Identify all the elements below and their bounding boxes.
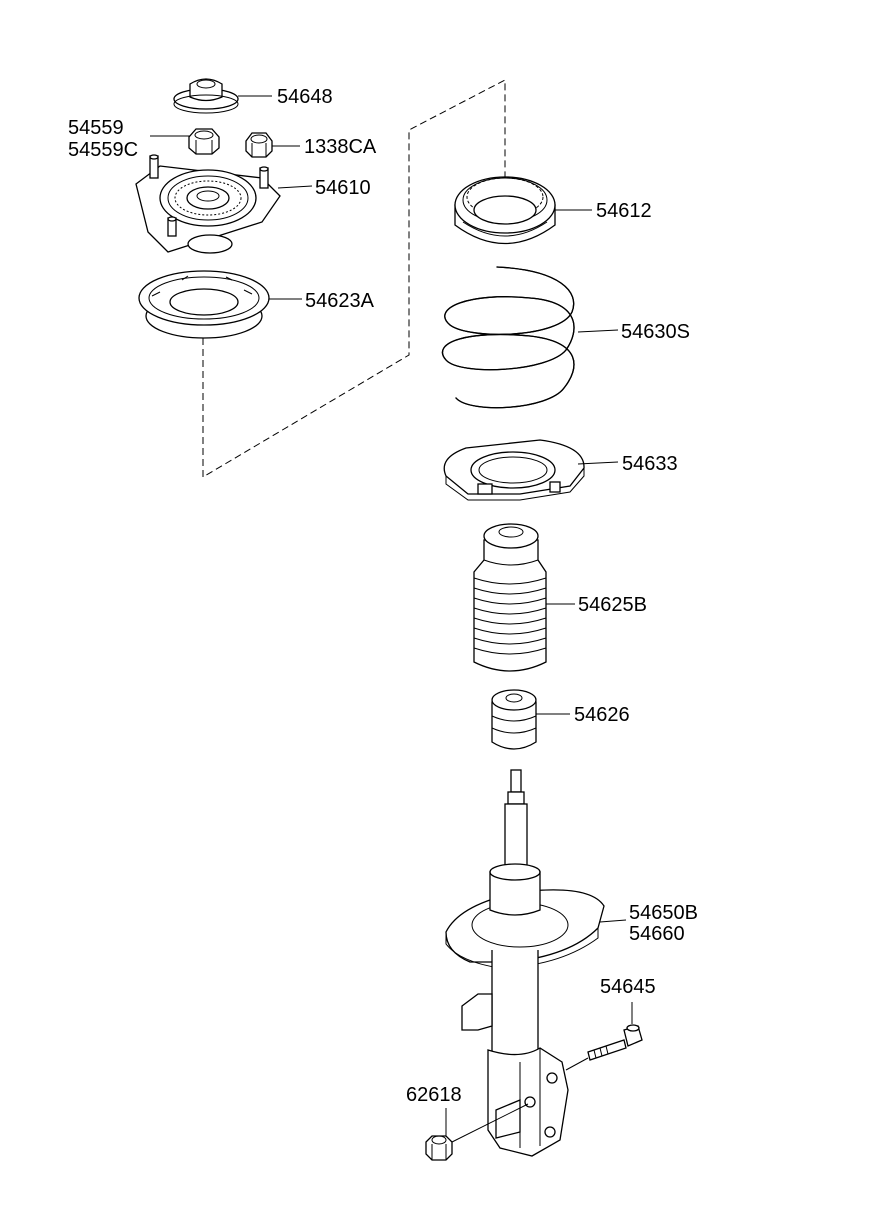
leader-54650b [599, 919, 627, 923]
part-54626-bump-stopper[interactable] [491, 689, 537, 750]
label-62618: 62618 [406, 1084, 462, 1106]
label-54559: 54559 [68, 117, 124, 139]
label-1338ca: 1338CA [304, 136, 377, 158]
label-54648: 54648 [277, 86, 333, 108]
label-54623a: 54623A [305, 290, 375, 312]
leader-62618-axis [451, 1103, 529, 1143]
part-54610-strut-mount[interactable] [135, 154, 281, 254]
part-54648-cap[interactable] [173, 78, 239, 114]
label-54559c: 54559C [68, 139, 138, 161]
leader-54610 [277, 185, 313, 189]
part-62618-nut[interactable] [425, 1135, 453, 1161]
leader-54633 [577, 461, 619, 465]
label-54630s: 54630S [621, 321, 690, 343]
label-54612: 54612 [596, 200, 652, 222]
label-54633: 54633 [622, 453, 678, 475]
part-54559-nut[interactable] [188, 128, 220, 155]
part-54633-spring-pad[interactable] [443, 439, 585, 501]
part-1338ca-nut[interactable] [245, 132, 273, 158]
part-54630s-coil-spring[interactable] [441, 266, 575, 409]
label-54626: 54626 [574, 704, 630, 726]
part-54650b-strut-assembly[interactable] [445, 769, 605, 1157]
part-54623a-insulator[interactable] [138, 270, 270, 339]
leader-54630s [577, 329, 619, 333]
part-54612-bearing[interactable] [454, 176, 556, 244]
label-54610: 54610 [315, 177, 371, 199]
assembly-guide-dashed-line [202, 79, 506, 478]
label-54650b: 54650B [629, 902, 698, 924]
part-54625b-dust-boot[interactable] [473, 523, 547, 672]
label-54645: 54645 [600, 976, 656, 998]
part-54645-bolt[interactable] [587, 1024, 643, 1061]
leader-54645-axis [565, 1057, 589, 1071]
label-54660: 54660 [629, 923, 685, 945]
label-54625b: 54625B [578, 594, 647, 616]
